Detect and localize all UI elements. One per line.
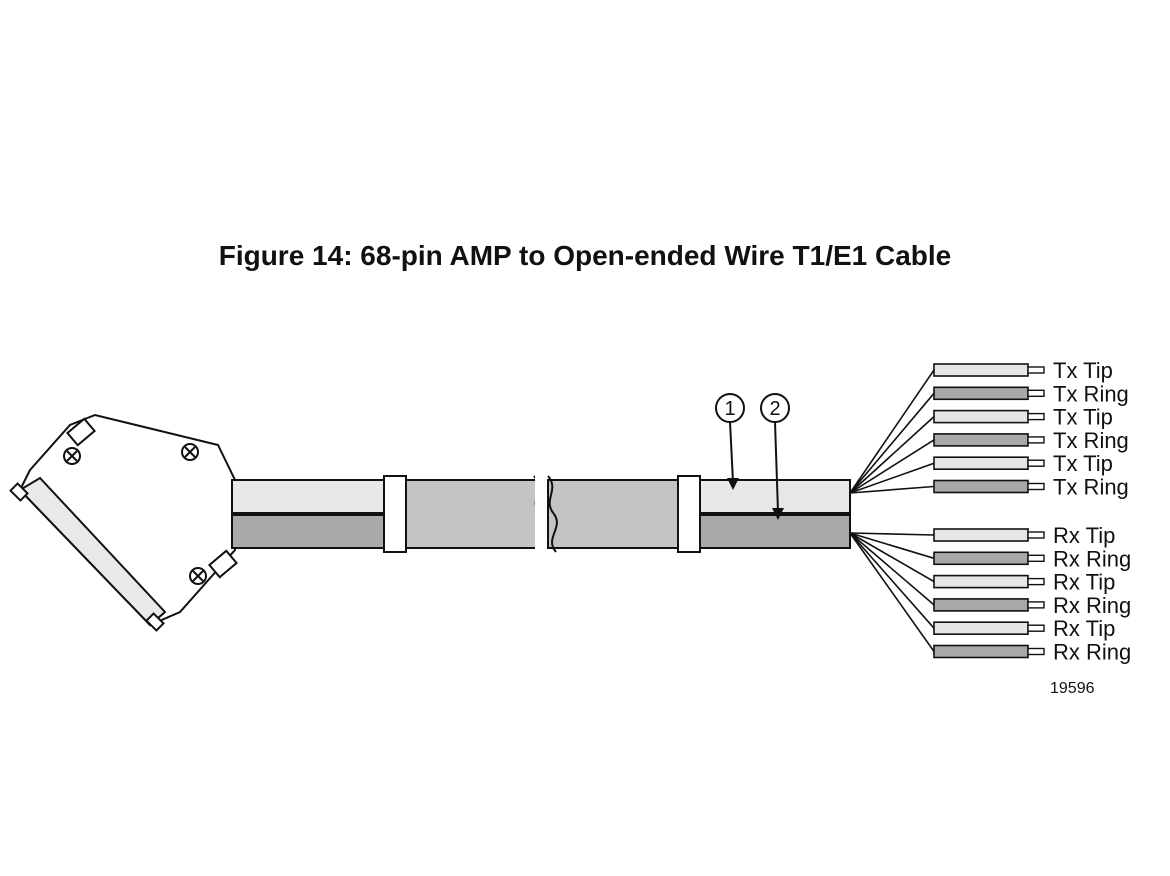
- connector-end-tab: [9, 482, 29, 502]
- wire-conductor: [1027, 389, 1045, 397]
- wire-insulation: [933, 551, 1029, 566]
- tx-wire-2: Tx Ring: [849, 381, 1129, 494]
- wire-insulation: [933, 386, 1029, 401]
- rx-wire-6: Rx Ring: [849, 532, 1131, 665]
- screw-icon: [189, 567, 207, 585]
- wire-conductor: [1027, 554, 1045, 562]
- wire-conductor: [1027, 647, 1045, 656]
- wire-conductor: [1027, 482, 1045, 491]
- tx-wire-3: Tx Tip: [849, 405, 1113, 494]
- connector-end-tab: [145, 612, 165, 632]
- tx-wire-1: Tx Tip: [849, 358, 1113, 494]
- wire-conductor: [1027, 624, 1045, 632]
- cable-upper-jacket: [687, 479, 851, 514]
- cable-band: [383, 475, 407, 553]
- wire-insulation: [933, 433, 1029, 447]
- amp-68pin-connector: [9, 413, 238, 632]
- rx-wire-2: Rx Ring: [849, 532, 1131, 571]
- wire-lead: [849, 532, 935, 629]
- wire-insulation: [933, 644, 1029, 659]
- wire-label: Tx Tip: [1053, 451, 1113, 476]
- wire-label: Tx Ring: [1053, 428, 1129, 453]
- callout-1: 1: [715, 393, 745, 490]
- wire-label: Tx Tip: [1053, 358, 1113, 383]
- wire-lead: [849, 532, 935, 560]
- cable-overjacket: [547, 479, 689, 549]
- wire-lead: [849, 439, 935, 494]
- wire-conductor: [1027, 436, 1045, 444]
- wire-conductor: [1027, 366, 1045, 374]
- cable-band: [677, 475, 701, 553]
- callout-2: 2: [760, 393, 790, 520]
- wire-lead: [849, 392, 935, 494]
- svg-text:1: 1: [724, 398, 735, 420]
- wire-label: Rx Ring: [1053, 593, 1131, 618]
- arrow-down-icon: [727, 478, 739, 490]
- wire-insulation: [933, 456, 1029, 471]
- wire-label: Tx Ring: [1053, 475, 1129, 500]
- cable-lower-jacket: [687, 514, 851, 549]
- arrow-down-icon: [772, 508, 784, 520]
- rx-wire-5: Rx Tip: [849, 532, 1115, 641]
- wire-lead: [849, 532, 935, 606]
- wire-lead: [849, 485, 935, 494]
- wire-label: Rx Ring: [1053, 546, 1131, 571]
- wire-label: Rx Tip: [1053, 523, 1115, 548]
- wire-insulation: [933, 363, 1029, 377]
- wire-label: Rx Tip: [1053, 570, 1115, 595]
- wire-lead: [849, 416, 935, 494]
- break-gap: [535, 474, 547, 554]
- svg-text:2: 2: [769, 398, 780, 420]
- wire-lead: [849, 532, 935, 652]
- wire-lead: [849, 462, 935, 494]
- wire-insulation: [933, 528, 1029, 542]
- wire-conductor: [1027, 531, 1045, 539]
- wire-label: Tx Ring: [1053, 381, 1129, 406]
- wire-lead: [849, 532, 935, 536]
- wire-insulation: [933, 598, 1029, 612]
- figure-number: 19596: [1050, 680, 1095, 697]
- cable-body: [231, 474, 851, 554]
- rx-wire-3: Rx Tip: [849, 532, 1115, 595]
- tx-wire-5: Tx Tip: [849, 451, 1113, 494]
- wire-conductor: [1027, 459, 1045, 467]
- wire-conductor: [1027, 412, 1045, 421]
- screw-icon: [63, 447, 81, 465]
- tx-wire-6: Tx Ring: [849, 475, 1129, 500]
- wire-insulation: [933, 409, 1029, 424]
- break-mark-right: [547, 475, 558, 553]
- rx-wire-1: Rx Tip: [849, 523, 1115, 548]
- wire-insulation: [933, 479, 1029, 494]
- wire-insulation: [933, 574, 1029, 589]
- wire-conductor: [1027, 577, 1045, 586]
- rx-wire-4: Rx Ring: [849, 532, 1131, 618]
- screw-icon: [181, 443, 199, 461]
- wire-label: Rx Ring: [1053, 640, 1131, 665]
- connector-latch: [208, 549, 238, 579]
- wire-insulation: [933, 621, 1029, 636]
- wire-lead: [849, 532, 935, 583]
- connector-pin-strip: [18, 476, 167, 627]
- connector-latch: [66, 417, 96, 447]
- wire-label: Rx Tip: [1053, 616, 1115, 641]
- page-title: Figure 14: 68-pin AMP to Open-ended Wire…: [218, 240, 952, 271]
- tx-wire-4: Tx Ring: [849, 428, 1129, 494]
- wire-lead: [849, 369, 935, 494]
- wire-conductor: [1027, 601, 1045, 609]
- cable-overjacket: [387, 479, 539, 549]
- wire-label: Tx Tip: [1053, 405, 1113, 430]
